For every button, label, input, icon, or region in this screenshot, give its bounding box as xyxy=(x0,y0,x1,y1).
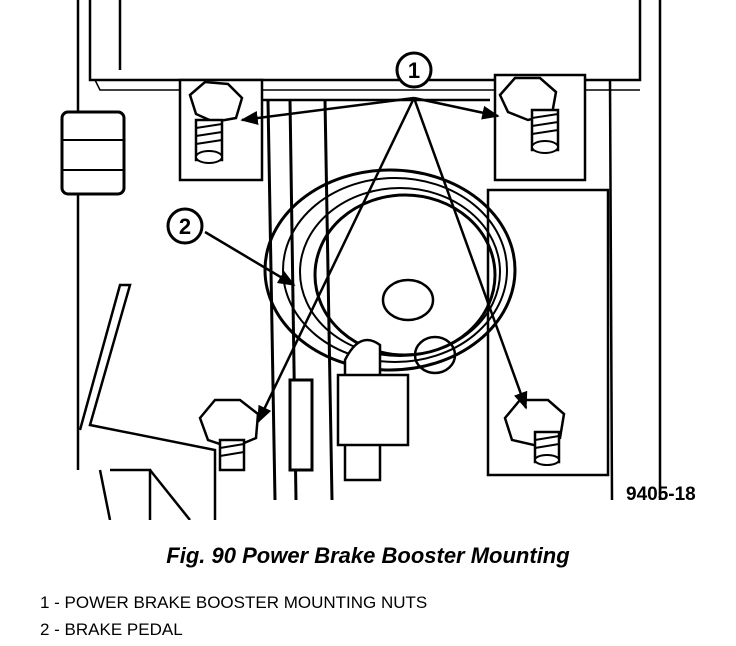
callout-1-number: 1 xyxy=(408,58,420,83)
legend-item-1: 1 - POWER BRAKE BOOSTER MOUNTING NUTS xyxy=(40,593,428,612)
large-hex-nut xyxy=(60,110,126,196)
callout-1-leaders xyxy=(240,96,528,424)
left-bracket xyxy=(78,283,217,520)
callout-2: 2 xyxy=(166,207,204,245)
mounting-nut-bottom-right xyxy=(486,188,610,477)
figure-caption: Fig. 90 Power Brake Booster Mounting xyxy=(166,543,570,568)
mounting-nut-top-left xyxy=(178,78,264,182)
legend-item-2: 2 - BRAKE PEDAL xyxy=(40,620,183,639)
callout-2-number: 2 xyxy=(179,214,191,239)
mounting-nut-bottom-left xyxy=(198,398,260,472)
brake-booster-illustration: 1 2 xyxy=(60,0,662,520)
figure-id: 9405-18 xyxy=(626,484,696,505)
callout-1: 1 xyxy=(395,51,433,89)
callout-2-leader xyxy=(204,230,296,287)
brake-pedal-arm xyxy=(266,99,334,501)
mounting-nut-top-right xyxy=(493,73,587,182)
